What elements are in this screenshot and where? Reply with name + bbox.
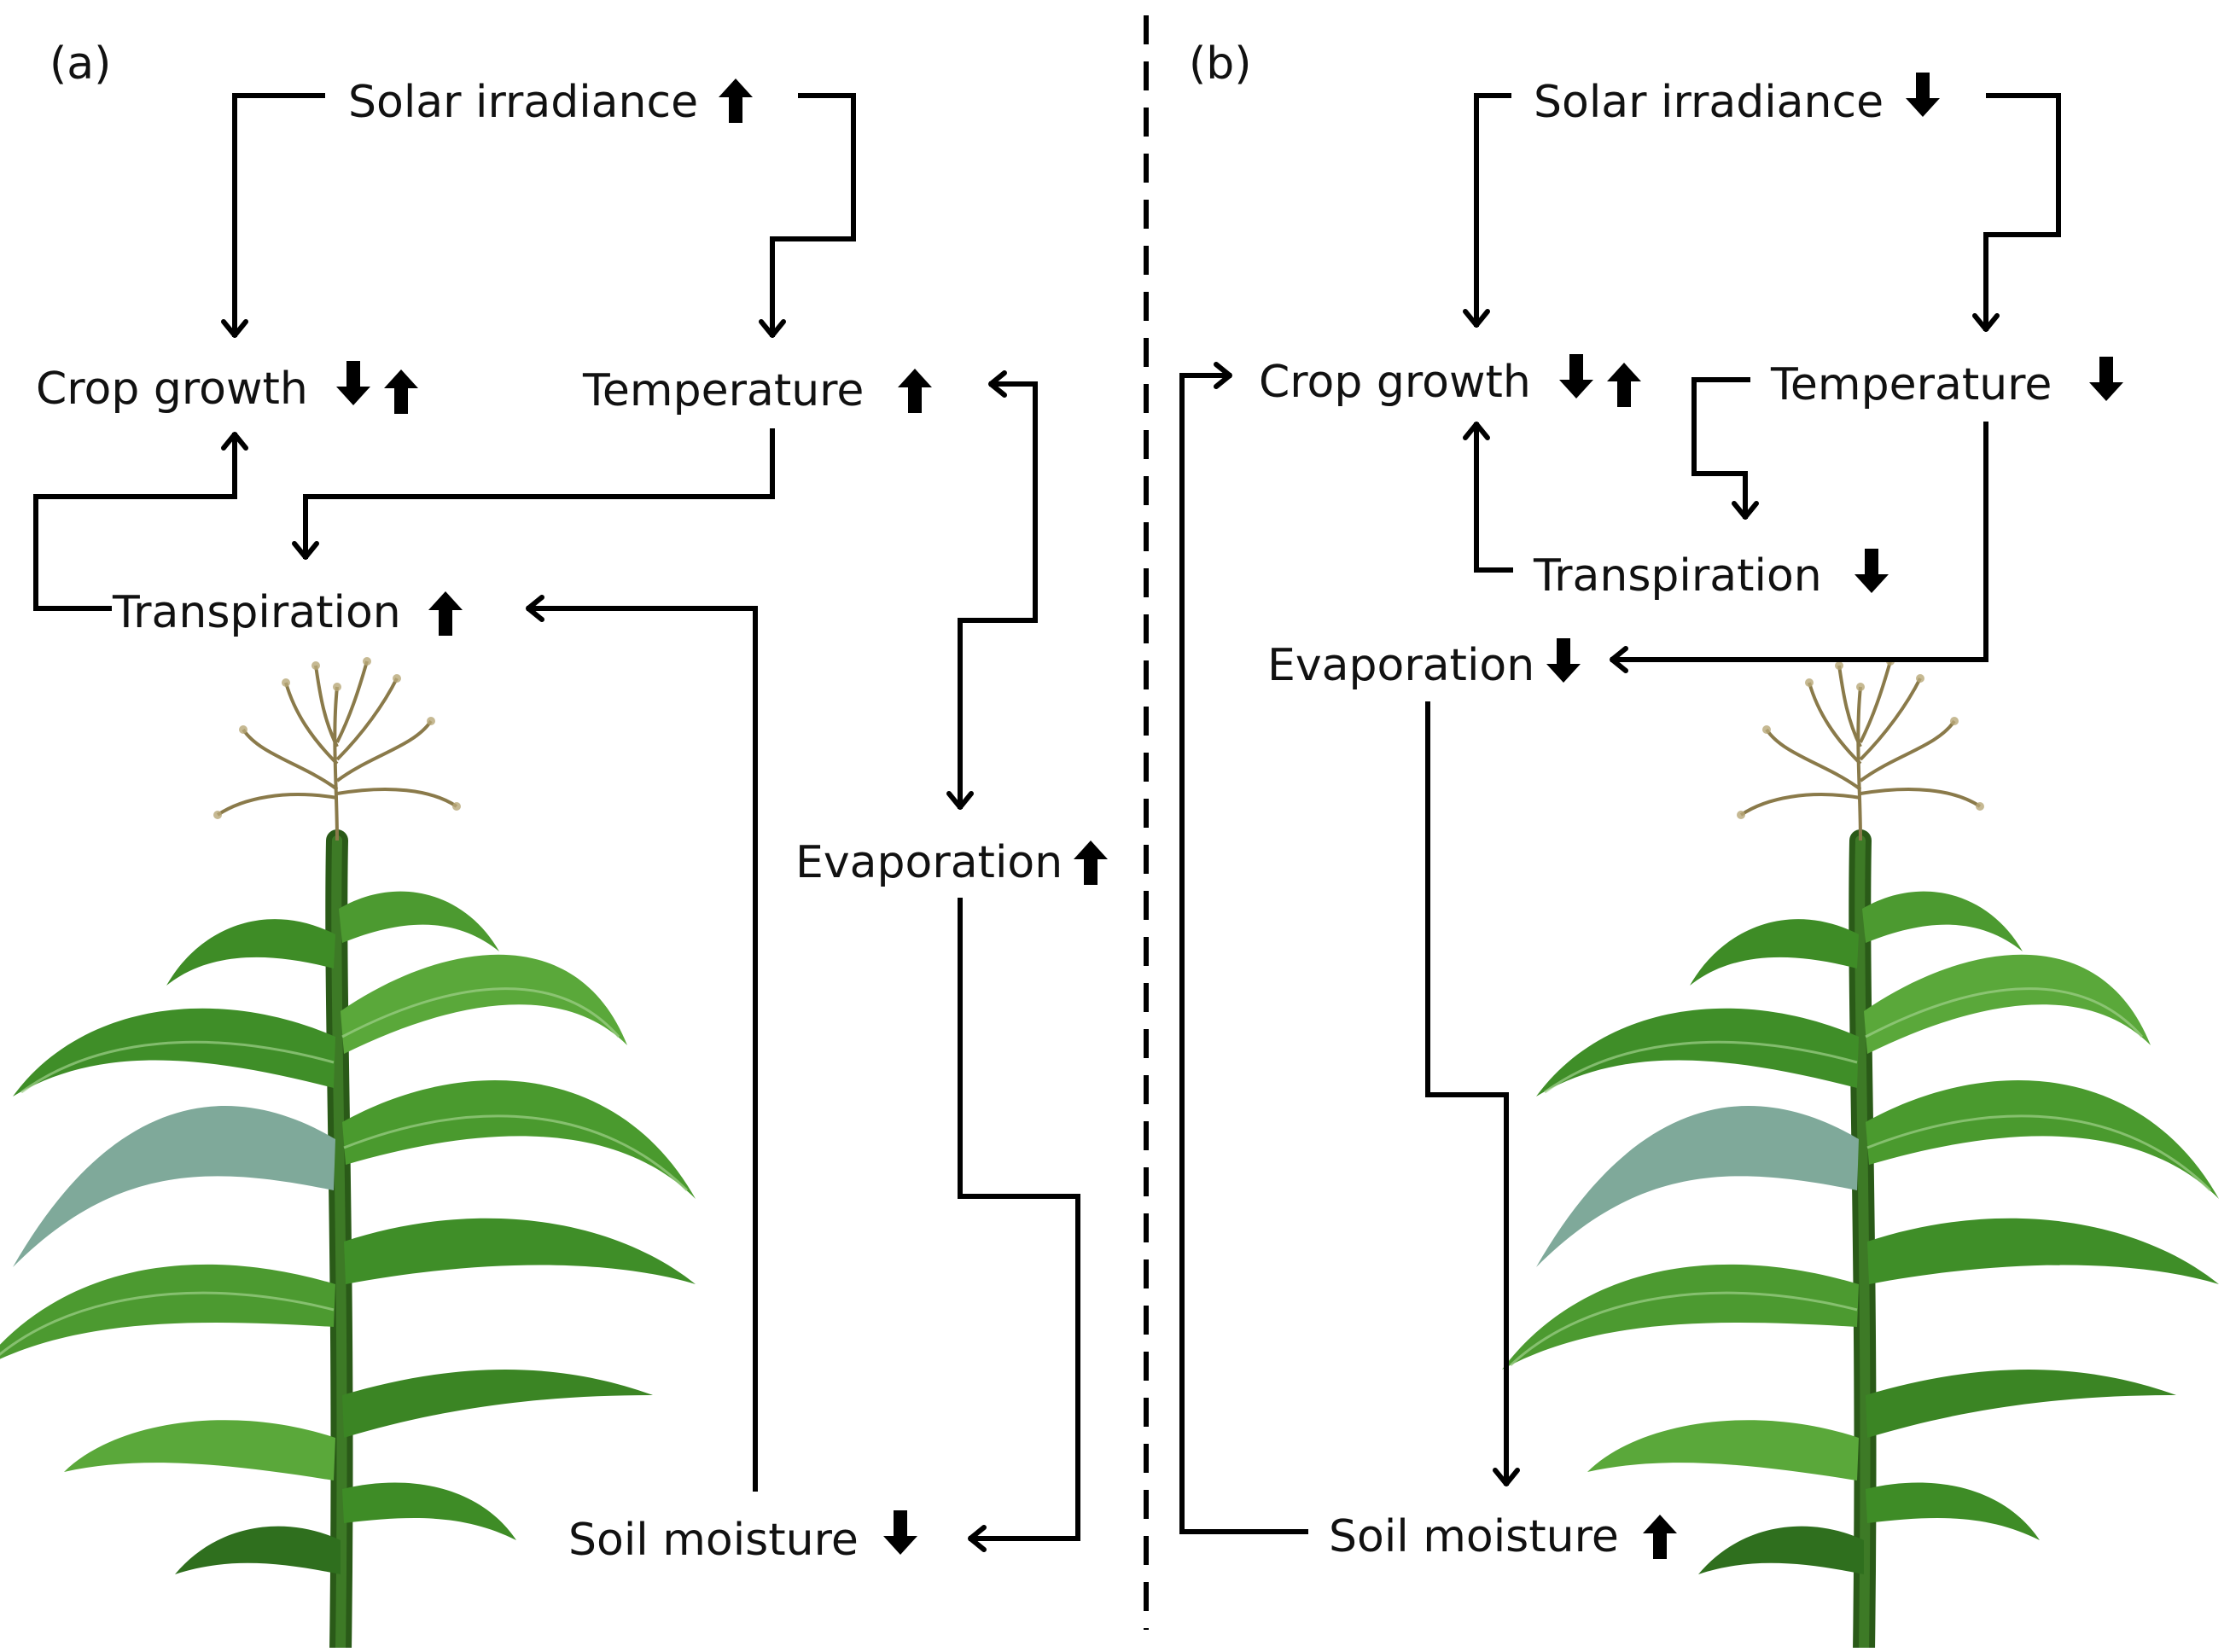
down-arrow-icon bbox=[2089, 357, 2123, 401]
panel-label-b: (b) bbox=[1189, 38, 1252, 90]
node-solar-irradiance-b: Solar irradiance bbox=[1534, 77, 1884, 128]
node-soil-moisture-b: Soil moisture bbox=[1329, 1511, 1619, 1562]
down-arrow-icon bbox=[1559, 354, 1593, 398]
panel-label-a: (a) bbox=[49, 38, 111, 90]
down-arrow-icon bbox=[1906, 73, 1940, 117]
connectors-a bbox=[33, 93, 1080, 1552]
node-crop-growth-a: Crop growth bbox=[36, 364, 308, 415]
maize-plant-right bbox=[1502, 657, 2219, 1648]
down-arrow-icon bbox=[336, 361, 370, 405]
up-arrow-icon bbox=[898, 369, 932, 413]
node-solar-irradiance-a: Solar irradiance bbox=[348, 77, 698, 128]
up-arrow-icon bbox=[428, 591, 463, 636]
node-evaporation-a: Evaporation bbox=[795, 837, 1063, 888]
node-transpiration-a: Transpiration bbox=[112, 587, 401, 638]
up-arrow-icon bbox=[719, 79, 753, 123]
up-arrow-icon bbox=[1643, 1515, 1677, 1559]
node-temperature-a: Temperature bbox=[582, 365, 864, 416]
connectors-b bbox=[1179, 93, 2061, 1534]
node-transpiration-b: Transpiration bbox=[1533, 550, 1822, 602]
node-temperature-b: Temperature bbox=[1770, 359, 2052, 410]
up-arrow-icon bbox=[1074, 841, 1108, 885]
panel-a: (a) Solar irradiance Crop growth Tempera… bbox=[33, 38, 1108, 1566]
down-arrow-icon bbox=[883, 1510, 917, 1555]
node-soil-moisture-a: Soil moisture bbox=[568, 1515, 859, 1566]
node-evaporation-b: Evaporation bbox=[1267, 640, 1534, 691]
down-arrow-icon bbox=[1546, 638, 1581, 683]
down-arrow-icon bbox=[1854, 549, 1889, 593]
up-arrow-icon bbox=[1607, 363, 1641, 407]
panel-b: (b) Solar irradiance Crop growth Tempera… bbox=[1179, 38, 2123, 1562]
maize-plant-left bbox=[0, 657, 696, 1648]
node-crop-growth-b: Crop growth bbox=[1259, 357, 1531, 408]
up-arrow-icon bbox=[384, 369, 418, 414]
